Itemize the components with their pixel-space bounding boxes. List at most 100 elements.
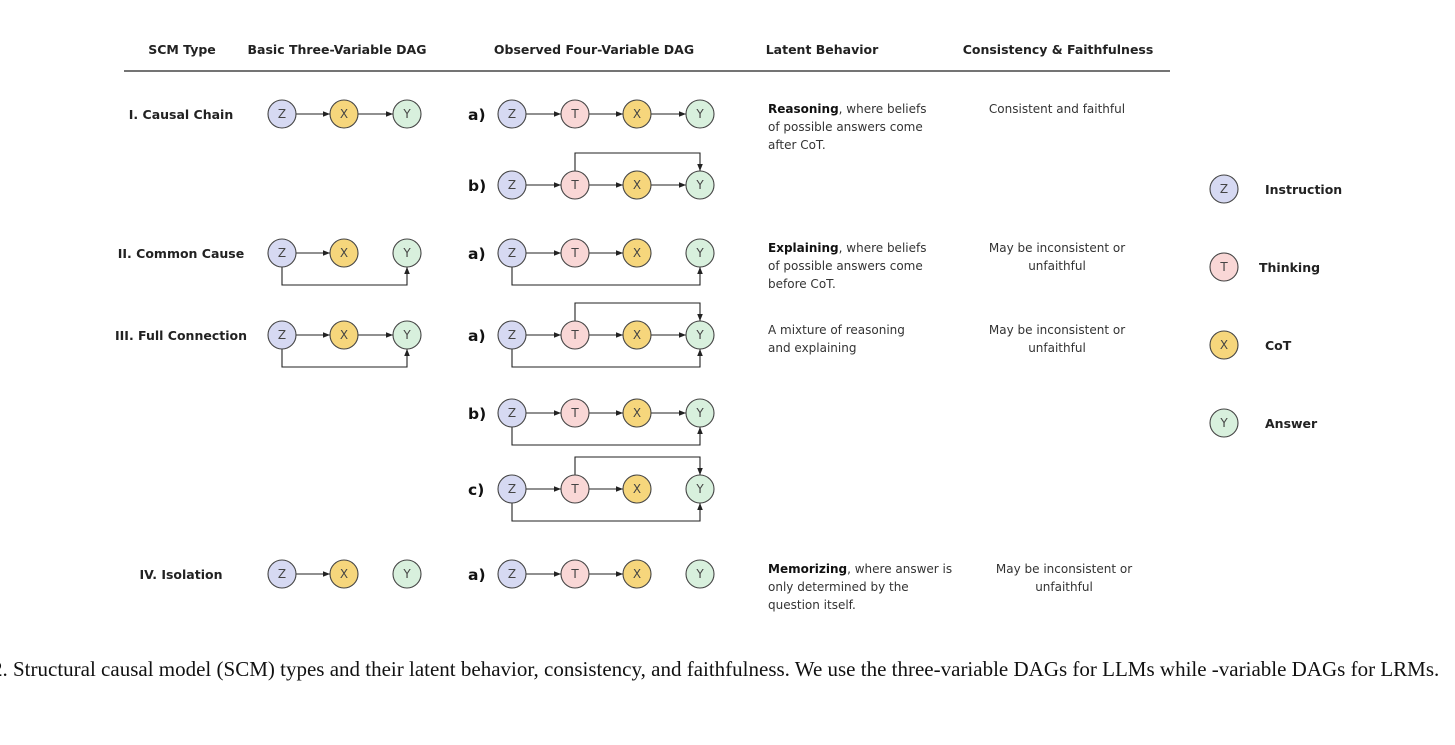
node-x	[622, 99, 652, 129]
latent-behavior-name: Explaining	[768, 241, 839, 255]
header-consistency: Consistency & Faithfulness	[963, 42, 1154, 57]
node-t-letter: T	[570, 178, 579, 192]
node-t	[560, 238, 590, 268]
node-z	[497, 170, 527, 200]
node-y	[685, 474, 715, 504]
header-three-variable-dag: Basic Three-Variable DAG	[248, 42, 427, 57]
node-z-letter: Z	[508, 406, 516, 420]
node-z	[497, 398, 527, 428]
node-y-letter: Y	[402, 567, 411, 581]
node-y	[685, 320, 715, 350]
node-t	[560, 398, 590, 428]
node-x-letter: X	[633, 107, 641, 121]
node-t	[560, 559, 590, 589]
node-x-letter: X	[340, 246, 348, 260]
node-x	[622, 398, 652, 428]
node-z	[497, 474, 527, 504]
legend-label: Thinking	[1259, 260, 1320, 275]
consistency-text: Consistent and faithful	[989, 102, 1125, 116]
node-t	[1209, 252, 1239, 282]
node-z	[497, 238, 527, 268]
node-y	[392, 559, 422, 589]
node-y	[392, 320, 422, 350]
node-z	[267, 559, 297, 589]
variant-tag: a)	[468, 566, 486, 584]
edge-z-y	[511, 267, 703, 286]
edge-t-y	[574, 456, 703, 475]
node-y-letter: Y	[402, 328, 411, 342]
variant-tag: a)	[468, 106, 486, 124]
node-t-letter: T	[1219, 260, 1228, 274]
edge-z-y	[281, 267, 410, 286]
node-z	[1209, 174, 1239, 204]
variant-tag: a)	[468, 327, 486, 345]
node-t	[560, 320, 590, 350]
node-z-letter: Z	[278, 246, 286, 260]
node-z-letter: Z	[278, 567, 286, 581]
legend-label: Answer	[1265, 416, 1318, 431]
node-y	[685, 238, 715, 268]
node-y-letter: Y	[695, 178, 704, 192]
node-t-letter: T	[570, 482, 579, 496]
node-y-letter: Y	[695, 246, 704, 260]
scm-type-label: II. Common Cause	[118, 246, 244, 261]
node-z-letter: Z	[508, 567, 516, 581]
node-z-letter: Z	[278, 328, 286, 342]
node-y	[685, 559, 715, 589]
node-x-letter: X	[633, 482, 641, 496]
node-y-letter: Y	[695, 328, 704, 342]
scm-diagram: SCM Type Basic Three-Variable DAG Observ…	[115, 42, 1342, 612]
node-z-letter: Z	[508, 328, 516, 342]
node-t-letter: T	[570, 406, 579, 420]
variant-tag: c)	[468, 481, 484, 499]
node-y-letter: Y	[402, 246, 411, 260]
scm-type-label: III. Full Connection	[115, 328, 247, 343]
header-latent-behavior: Latent Behavior	[766, 42, 879, 57]
node-y	[392, 99, 422, 129]
node-x-letter: X	[633, 328, 641, 342]
latent-behavior-line: A mixture of reasoning	[768, 323, 905, 337]
legend-item-thinking: T Thinking	[1209, 252, 1320, 282]
consistency-line: unfaithful	[1035, 580, 1093, 594]
latent-behavior-line: of possible answers come	[768, 120, 923, 134]
variant-tag: a)	[468, 245, 486, 263]
node-x	[329, 238, 359, 268]
node-y-letter: Y	[402, 107, 411, 121]
node-y-letter: Y	[695, 406, 704, 420]
node-x-letter: X	[633, 406, 641, 420]
edge-t-y	[574, 302, 703, 321]
legend-label: CoT	[1265, 338, 1292, 353]
latent-behavior-line: after CoT.	[768, 138, 826, 152]
node-y-letter: Y	[695, 567, 704, 581]
variant-tag: b)	[468, 177, 486, 195]
legend-item-cot: X CoT	[1209, 330, 1292, 360]
node-x-letter: X	[633, 567, 641, 581]
node-z-letter: Z	[508, 482, 516, 496]
variant-tag: b)	[468, 405, 486, 423]
header-scm-type: SCM Type	[148, 42, 216, 57]
node-x-letter: X	[340, 328, 348, 342]
node-x-letter: X	[1220, 338, 1228, 352]
node-z-letter: Z	[278, 107, 286, 121]
consistency-line: May be inconsistent or	[989, 241, 1125, 255]
latent-behavior-line: only determined by the	[768, 580, 909, 594]
node-z-letter: Z	[1220, 182, 1228, 196]
node-t-letter: T	[570, 328, 579, 342]
node-y	[1209, 408, 1239, 438]
node-t-letter: T	[570, 567, 579, 581]
